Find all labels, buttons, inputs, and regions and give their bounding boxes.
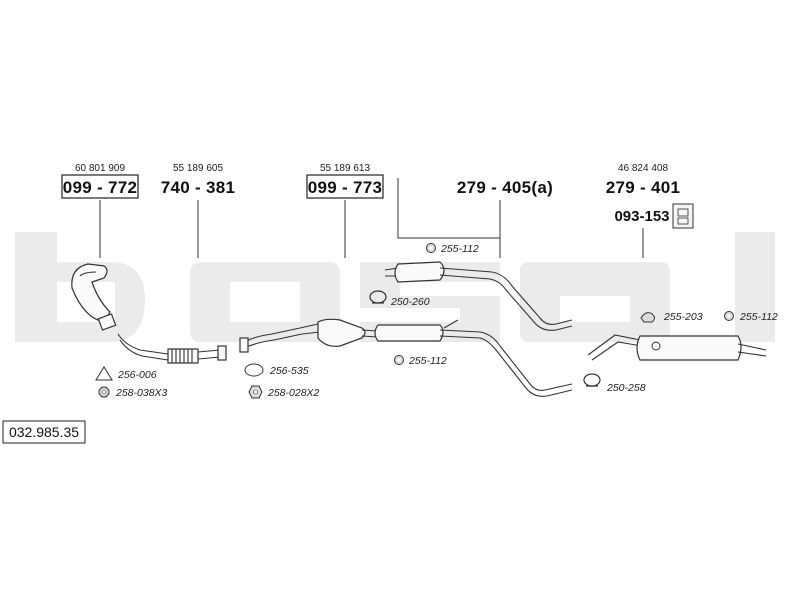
oe-number: 55 189 613 [320,163,370,174]
accessory-258-038x3[interactable]: 258-038X3 [98,386,168,399]
rear-muffler-part[interactable] [587,334,767,361]
clamp-icon [583,373,601,387]
part-label-1[interactable]: 60 801 909 099 - 772 [61,163,139,199]
rubber-ring-icon [426,243,436,253]
accessory-code: 256-006 [117,369,157,381]
part-number-box [306,174,384,199]
nut-icon [98,386,110,398]
accessory-250-260[interactable]: 250-260 [369,290,430,308]
part-number: 279 - 405(a) [457,178,553,197]
clamp-icon [369,290,387,304]
accessory-255-112-a[interactable]: 255-112 [426,243,479,255]
accessory-code: 255-112 [739,311,778,323]
upper-muffler-part[interactable] [384,261,573,331]
accessory-code: 255-112 [408,355,447,367]
hex-nut-icon [248,385,263,399]
rubber-ring-icon [724,311,734,321]
center-muffler-part[interactable] [374,319,573,397]
accessory-255-112-b[interactable]: 255-112 [394,355,447,367]
catalytic-converter-part[interactable] [239,318,379,353]
leader-lines [99,178,644,258]
triangle-gasket-icon [95,366,113,381]
part-number: 740 - 381 [161,178,236,197]
bracket-icon [640,312,655,323]
part-number: 099 - 772 [63,178,138,197]
oval-gasket-icon [244,363,264,377]
sub-part-label[interactable]: 093-153 [614,203,694,229]
diagram-number-box: 032.985.35 [2,420,86,444]
accessory-250-258[interactable]: 250-258 [583,373,646,394]
rubber-hanger-icon [672,203,694,229]
front-pipe-part[interactable] [117,333,227,364]
accessory-code: 255-203 [663,311,703,323]
rubber-ring-icon [394,355,404,365]
oe-number: 46 824 408 [618,163,668,174]
diagram-number: 032.985.35 [9,424,79,440]
oe-number: 55 189 605 [173,163,223,174]
accessory-code: 258-028X2 [267,387,320,399]
manifold-pipe-part[interactable] [71,263,117,331]
accessory-code: 256-535 [269,365,309,377]
oe-number: 60 801 909 [75,163,125,174]
accessory-code: 250-258 [606,382,646,394]
part-number: 279 - 401 [606,178,681,197]
accessory-256-535[interactable]: 256-535 [244,363,309,377]
accessory-258-028x2[interactable]: 258-028X2 [248,385,320,399]
part-label-5[interactable]: 46 824 408 279 - 401 [606,163,681,197]
accessory-255-203[interactable]: 255-203 [640,311,703,323]
part-label-2[interactable]: 55 189 605 740 - 381 [161,163,236,197]
accessory-code: 255-112 [440,243,479,255]
accessory-255-112-c[interactable]: 255-112 [724,311,778,323]
accessory-code: 258-038X3 [115,387,168,399]
part-number-box [61,174,139,199]
part-number: 099 - 773 [308,178,383,197]
accessory-256-006[interactable]: 256-006 [95,366,157,381]
part-label-3[interactable]: 55 189 613 099 - 773 [306,163,384,199]
accessory-code: 250-260 [390,296,430,308]
sub-part-number: 093-153 [614,208,669,225]
part-label-4[interactable]: 279 - 405(a) [457,178,553,197]
